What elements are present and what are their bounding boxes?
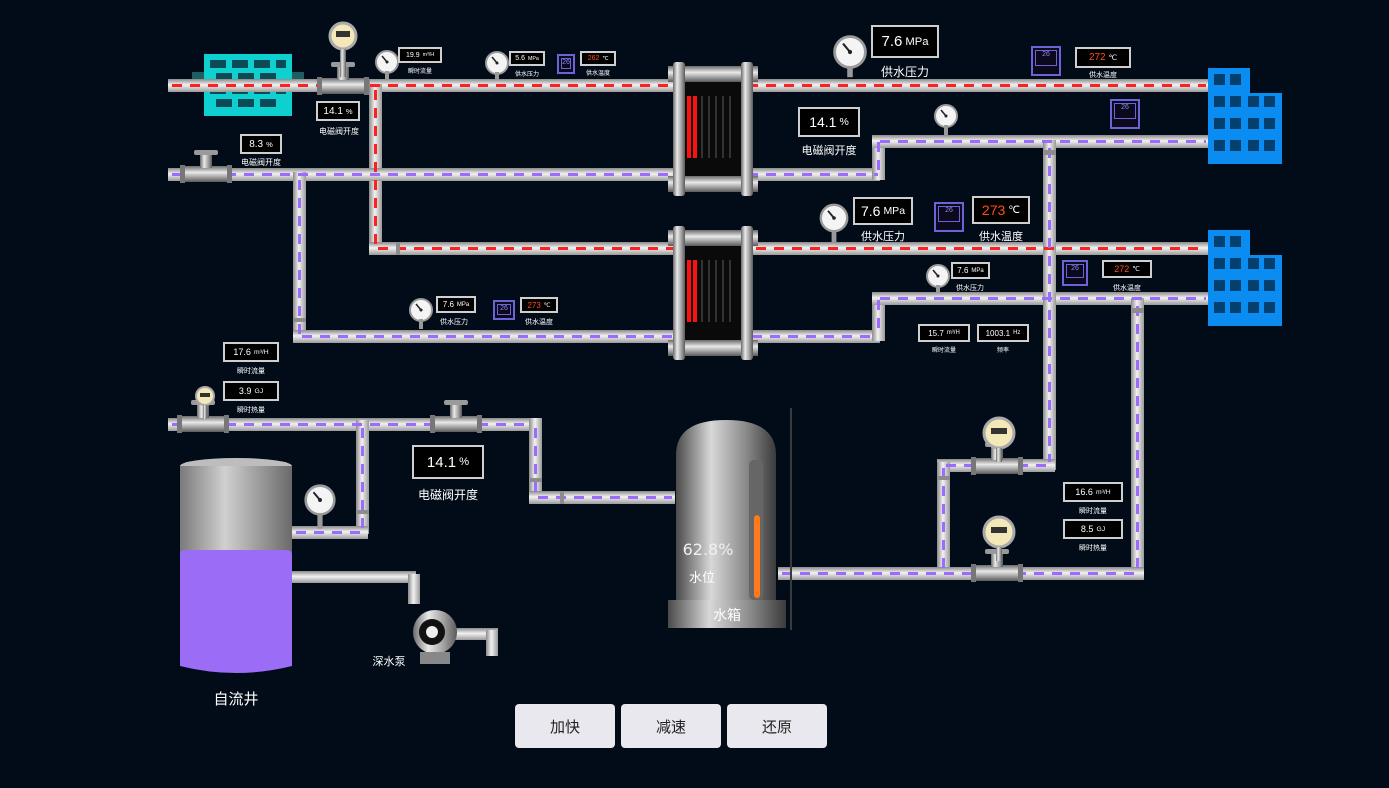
low-temp-label: 供水温度: [525, 318, 553, 326]
mid-right-pressure-label: 供水压力: [956, 284, 984, 292]
right-heat-label: 瞬时热量: [1079, 544, 1107, 552]
pressure-gauge-icon: [833, 35, 867, 78]
right-temp-top-readout: 272℃: [1075, 47, 1131, 68]
valve-cold-left[interactable]: [180, 150, 232, 183]
valve4-opening-readout: 14.1%: [412, 445, 484, 479]
mid-right-lcd: 26: [1062, 260, 1088, 286]
pressure-gauge-icon: [926, 264, 950, 293]
speed-up-button[interactable]: 加快: [515, 704, 615, 748]
tank-level-label: 水位: [688, 571, 715, 586]
flow-meter-icon: [328, 21, 358, 77]
mid-right-temp-label: 供水温度: [1113, 284, 1141, 292]
valve3-opening-readout: 14.1%: [798, 107, 860, 137]
mid-temp-lcd: 26: [934, 202, 964, 232]
mid-pressure-label: 供水压力: [861, 230, 905, 243]
building-2: [1208, 230, 1282, 326]
pipes: [168, 79, 1208, 656]
low-pressure-label: 供水压力: [440, 318, 468, 326]
flow-meter-icon: [982, 515, 1016, 561]
mid-temp-readout: 273℃: [972, 196, 1030, 224]
pressure-gauge-icon: [304, 484, 336, 529]
slow-down-button[interactable]: 减速: [621, 704, 721, 748]
top-pressure-label: 供水压力: [514, 71, 539, 78]
right-lcd-2: 26: [1110, 99, 1140, 129]
left-flow-label: 瞬时流量: [237, 367, 265, 375]
top-flow-label: 瞬时流量: [407, 68, 432, 75]
valve4-opening-label: 电磁阀开度: [417, 488, 478, 502]
flow-meter-icon: [195, 386, 215, 419]
mid-right-temp-readout: 272℃: [1102, 260, 1152, 278]
mid-temp-label: 供水温度: [979, 230, 1023, 243]
heat-exchanger-1: [668, 62, 758, 196]
top-temp-lcd: 26: [557, 54, 575, 74]
tank-level-value: 62.8%: [682, 540, 734, 559]
pressure-gauge-icon: [375, 50, 399, 79]
water-tank: [668, 408, 792, 630]
valve2-opening-readout: 8.3%: [240, 134, 282, 154]
pressure-gauge-icon: [819, 203, 849, 242]
mid-flow-label: 瞬时流量: [931, 347, 956, 354]
pressure-gauge-icon: [485, 51, 509, 80]
top-temp-readout: 262℃: [580, 51, 616, 66]
pressure-gauge-icon: [934, 104, 958, 135]
valve2-opening-label: 电磁阀开度: [241, 158, 281, 167]
pressure-gauge-icon: [409, 298, 433, 329]
tank-name: 水箱: [713, 608, 741, 624]
valve-lower-mid[interactable]: [430, 400, 482, 433]
low-temp-lcd: 26: [493, 300, 515, 320]
flow-meter-icon: [982, 416, 1016, 462]
heat-exchanger-2: [668, 226, 758, 360]
well-name: 自流井: [213, 690, 259, 708]
valve1-opening-label: 电磁阀开度: [319, 127, 359, 136]
reset-button[interactable]: 还原: [727, 704, 827, 748]
right-flow-label: 瞬时流量: [1079, 507, 1107, 515]
right-temp-top-label: 供水温度: [1089, 71, 1117, 79]
valve1-opening-readout: 14.1%: [316, 101, 360, 121]
pump-name: 深水泵: [372, 655, 406, 668]
mid-freq-label: 频率: [996, 347, 1009, 354]
right-lcd-top: 26: [1031, 46, 1061, 76]
artesian-well: [180, 458, 292, 673]
big-pressure-label: 供水压力: [880, 65, 929, 79]
deep-water-pump: [413, 610, 457, 664]
top-temp-label: 供水温度: [585, 70, 610, 77]
left-heat-label: 瞬时热量: [237, 406, 265, 414]
building-1: [1208, 68, 1282, 164]
valve3-opening-label: 电磁阀开度: [801, 144, 857, 157]
low-temp-readout: 273℃: [520, 297, 558, 313]
